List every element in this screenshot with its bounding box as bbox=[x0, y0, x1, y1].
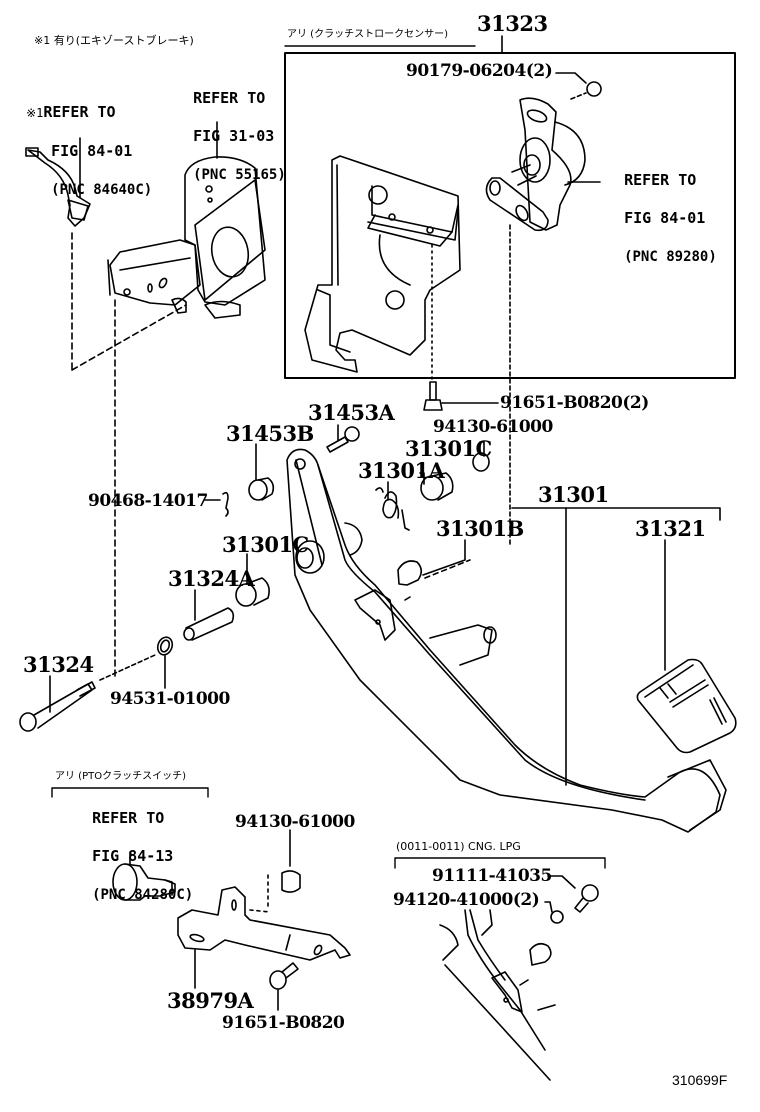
clutch-pedal-drawing bbox=[286, 448, 727, 833]
note-cng-lpg: (0011-0011) CNG. LPG bbox=[396, 840, 521, 853]
sensor-bracket-drawing bbox=[304, 155, 461, 373]
part-label-91651-B0820[interactable]: 91651-B0820 bbox=[222, 1013, 345, 1033]
note-stroke-sensor: アリ (クラッチストロークセンサー) bbox=[287, 29, 448, 40]
ref-line3: (PNC 84280C) bbox=[92, 887, 194, 903]
part-label-31324A[interactable]: 31324A bbox=[168, 566, 255, 591]
part-label-91651-B0820-2[interactable]: 91651-B0820(2) bbox=[500, 393, 649, 413]
note-pto-switch: アリ (PTOクラッチスイッチ) bbox=[55, 771, 186, 782]
part-label-31324[interactable]: 31324 bbox=[23, 652, 94, 677]
reference-pto-switch: REFER TO FIG 84-13 (PNC 84280C) bbox=[74, 790, 193, 905]
clutch-stroke-sensor-drawing bbox=[485, 81, 602, 232]
note-exhaust-brake: ※1 有り(エキゾーストブレーキ) bbox=[34, 34, 194, 47]
part-label-94130-61000[interactable]: 94130-61000 bbox=[433, 417, 553, 437]
ref-line1: REFER TO bbox=[624, 171, 697, 189]
pivot-parts-drawing bbox=[19, 426, 490, 732]
ref-prefix: ※1 bbox=[26, 106, 44, 120]
part-label-31301C-upper[interactable]: 31301C bbox=[405, 436, 492, 461]
part-label-31453B[interactable]: 31453B bbox=[226, 421, 314, 446]
part-label-31301[interactable]: 31301 bbox=[538, 482, 609, 507]
leader-90179 bbox=[555, 72, 587, 84]
ref-line2: FIG 84-01 bbox=[624, 209, 706, 227]
exhaust-brake-drawing bbox=[25, 147, 266, 681]
bolt-91651-drawing bbox=[423, 381, 499, 411]
ref-line1: REFER TO bbox=[43, 103, 116, 121]
pedal-pad-drawing bbox=[636, 658, 737, 754]
part-label-91111-41035[interactable]: 91111-41035 bbox=[432, 866, 552, 886]
ref-line3: (PNC 84640C) bbox=[51, 182, 153, 198]
pto-switch-drawing bbox=[51, 787, 351, 1011]
ref-line2: FIG 84-13 bbox=[92, 847, 174, 865]
part-label-31323[interactable]: 31323 bbox=[477, 11, 548, 36]
part-label-94120-41000[interactable]: 94120-41000(2) bbox=[393, 890, 540, 910]
part-label-31321[interactable]: 31321 bbox=[635, 516, 706, 541]
ref-line2: FIG 84-01 bbox=[51, 142, 133, 160]
part-label-94130-61000-pto[interactable]: 94130-61000 bbox=[235, 812, 355, 832]
part-label-38979A[interactable]: 38979A bbox=[167, 988, 254, 1013]
part-label-31301A[interactable]: 31301A bbox=[358, 458, 445, 483]
part-label-31301B[interactable]: 31301B bbox=[436, 516, 524, 541]
ref-line1: REFER TO bbox=[92, 809, 165, 827]
reference-exhaust-brake: REFER TO FIG 31-03 (PNC 55165) bbox=[175, 70, 286, 185]
part-label-31301C-lower[interactable]: 31301C bbox=[222, 532, 309, 557]
reference-stroke-sensor: REFER TO FIG 84-01 (PNC 89280) bbox=[606, 152, 717, 267]
part-label-90468-14017[interactable]: 90468-14017 bbox=[88, 491, 208, 511]
figure-number: 310699F bbox=[672, 1072, 728, 1088]
reference-exhaust-switch: ※1REFER TO FIG 84-01 (PNC 84640C) bbox=[8, 84, 152, 200]
cng-lpg-drawing bbox=[394, 857, 606, 1081]
part-label-90179-06204[interactable]: 90179-06204(2) bbox=[406, 61, 553, 81]
pivot-leaders bbox=[49, 424, 721, 786]
stroke-sensor-inset bbox=[284, 35, 736, 379]
part-label-94531-01000[interactable]: 94531-01000 bbox=[110, 689, 230, 709]
ref-line3: (PNC 89280) bbox=[624, 249, 717, 265]
ref-line2: FIG 31-03 bbox=[193, 127, 275, 145]
ref-line1: REFER TO bbox=[193, 89, 266, 107]
ref-line3: (PNC 55165) bbox=[193, 167, 286, 183]
part-label-31453A[interactable]: 31453A bbox=[308, 400, 395, 425]
